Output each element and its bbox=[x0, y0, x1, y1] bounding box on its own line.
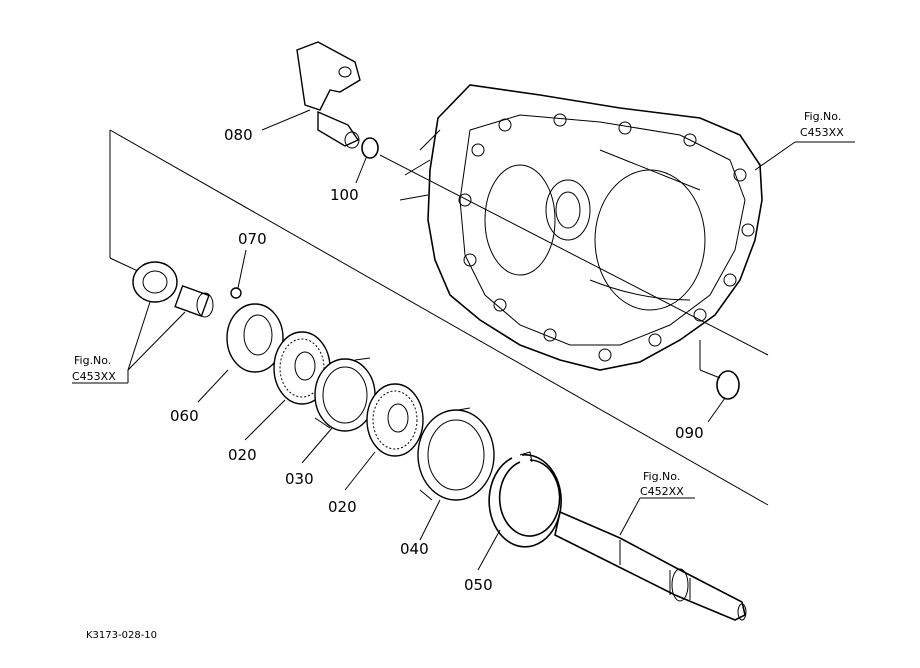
figref-bearing-line2: C453XX bbox=[72, 370, 116, 383]
drive-shaft bbox=[554, 510, 747, 621]
part-020-friction-disc-b bbox=[366, 383, 424, 457]
figref-bearing-line1: Fig.No. bbox=[74, 354, 111, 367]
figref-shaft-line1: Fig.No. bbox=[643, 470, 680, 483]
label-100: 100 bbox=[330, 186, 359, 204]
label-090: 090 bbox=[675, 424, 704, 442]
figref-shaft-line2: C452XX bbox=[640, 485, 684, 498]
figref-housing: Fig.No. C453XX bbox=[800, 110, 844, 139]
leader-lines bbox=[72, 109, 855, 571]
label-020-a: 020 bbox=[228, 446, 257, 464]
part-070-ball bbox=[230, 287, 242, 299]
part-080-lever bbox=[296, 41, 361, 149]
housing-bolt-holes bbox=[458, 113, 755, 362]
part-040-pressure-plate bbox=[417, 407, 495, 501]
part-030-steel-plate bbox=[314, 357, 376, 432]
figref-housing-line1: Fig.No. bbox=[804, 110, 841, 123]
figref-bearing: Fig.No. C453XX bbox=[72, 354, 116, 383]
part-090-circlip bbox=[699, 340, 740, 400]
label-040: 040 bbox=[400, 540, 429, 558]
part-050-snap-ring bbox=[488, 451, 562, 548]
figref-housing-line2: C453XX bbox=[800, 126, 844, 139]
label-080: 080 bbox=[224, 126, 253, 144]
figref-shaft: Fig.No. C452XX bbox=[640, 470, 684, 498]
label-020-b: 020 bbox=[328, 498, 357, 516]
transmission-housing bbox=[399, 84, 763, 371]
label-050: 050 bbox=[464, 576, 493, 594]
assembly-axis-lines bbox=[109, 129, 769, 506]
part-100-o-ring bbox=[361, 137, 379, 159]
label-060: 060 bbox=[170, 407, 199, 425]
bearing-assembly bbox=[132, 261, 214, 318]
label-030: 030 bbox=[285, 470, 314, 488]
label-070: 070 bbox=[238, 230, 267, 248]
part-060-washer bbox=[226, 303, 284, 373]
drawing-code: K3173-028-10 bbox=[86, 630, 157, 641]
